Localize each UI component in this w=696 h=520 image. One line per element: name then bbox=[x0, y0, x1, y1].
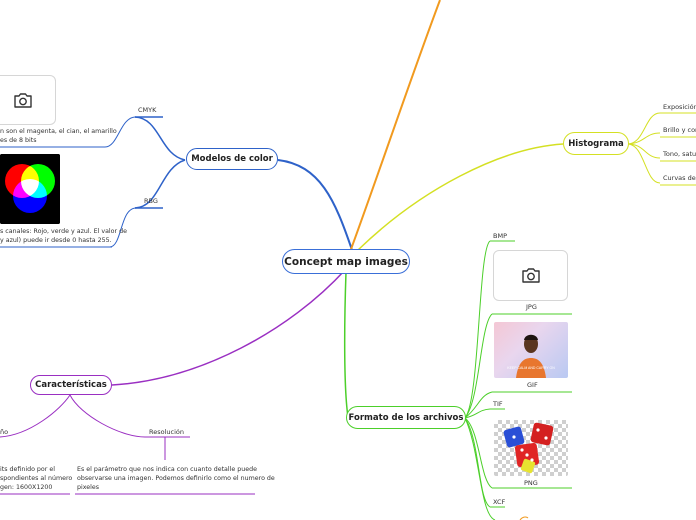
formato-node[interactable]: Formato de los archivos bbox=[346, 406, 466, 429]
connector-fmt-bmp bbox=[464, 240, 491, 419]
histograma-node[interactable]: Histograma bbox=[563, 132, 629, 155]
connector-car-resol bbox=[69, 394, 146, 438]
fmt-xcf-label: XCF bbox=[493, 498, 506, 506]
fmt-jpg-label: JPG bbox=[526, 303, 537, 311]
connector-fmt-gif bbox=[464, 391, 493, 419]
connector-hist-4 bbox=[627, 143, 661, 184]
root-title: Concept map images bbox=[284, 255, 408, 268]
jpg-image-placeholder bbox=[493, 250, 568, 301]
camera-icon bbox=[14, 92, 32, 108]
connector-fmt-png bbox=[464, 417, 493, 489]
connector-fmt-jpg bbox=[464, 313, 493, 419]
fmt-png-label: PNG bbox=[524, 479, 538, 487]
rgb-venn-image bbox=[0, 154, 60, 224]
fmt-bmp-label: BMP bbox=[493, 232, 507, 240]
hist-item-curvas: Curvas de co bbox=[663, 174, 696, 182]
orange-fragment bbox=[519, 516, 529, 520]
connector-root-orange bbox=[349, 0, 441, 253]
gif-photo-image: KEEP CALM AND CARRY ON bbox=[494, 322, 568, 378]
gif-caption: KEEP CALM AND CARRY ON bbox=[507, 366, 555, 370]
hist-item-brillo: Brillo y contr bbox=[663, 126, 696, 134]
modelos-title: Modelos de color bbox=[191, 154, 273, 164]
resolucion-text: Es el parámetro que nos indica con cuant… bbox=[77, 466, 275, 491]
connector-fmt-xcf bbox=[464, 417, 491, 508]
connector-hist-2 bbox=[627, 132, 661, 145]
histograma-title: Histograma bbox=[568, 138, 624, 149]
connector-fmt-tif bbox=[464, 408, 491, 419]
caracteristicas-title: Características bbox=[35, 380, 107, 390]
connector-root-caracteristicas bbox=[111, 269, 346, 386]
fmt-tif-label: TIF bbox=[493, 400, 503, 408]
fmt-gif-label: GIF bbox=[527, 381, 538, 389]
connector-root-histograma bbox=[357, 143, 564, 251]
cmyk-image-placeholder bbox=[0, 75, 56, 125]
connector-modelos-rbg bbox=[134, 159, 186, 209]
dice-graphic bbox=[503, 422, 554, 474]
connector-cmyk-text bbox=[104, 116, 136, 148]
modelos-node[interactable]: Modelos de color bbox=[186, 148, 278, 170]
camera-icon bbox=[521, 268, 540, 283]
car-left-text: its definido por el spondientes al númer… bbox=[0, 466, 73, 491]
png-dice-image bbox=[494, 420, 568, 476]
resolucion-label: Resolución bbox=[149, 428, 184, 436]
connector-fmt-more bbox=[464, 417, 496, 520]
connector-car-left bbox=[0, 394, 71, 438]
rbg-text: s canales: Rojo, verde y azul. El valor … bbox=[0, 228, 127, 244]
connector-root-formato bbox=[343, 271, 349, 418]
formato-title: Formato de los archivos bbox=[348, 412, 464, 423]
cmyk-label: CMYK bbox=[138, 106, 157, 114]
connector-hist-1 bbox=[627, 112, 661, 145]
connector-modelos-cmyk bbox=[134, 116, 186, 161]
rgb-circles-graphic bbox=[0, 154, 60, 224]
hist-item-exposicion: Exposición bbox=[663, 103, 696, 111]
root-node[interactable]: Concept map images bbox=[282, 249, 410, 274]
caracteristicas-node[interactable]: Características bbox=[30, 375, 112, 395]
rbg-label: RBG bbox=[144, 197, 158, 205]
car-left-label: ño bbox=[0, 428, 9, 436]
hist-item-tono: Tono, satura bbox=[663, 150, 696, 158]
gif-person-graphic: KEEP CALM AND CARRY ON bbox=[507, 334, 555, 378]
cmyk-text: n son el magenta, el cian, el amarillo e… bbox=[0, 128, 117, 144]
connector-rbg-text bbox=[109, 207, 136, 248]
connector-hist-3 bbox=[627, 143, 661, 159]
connector-root-modelos bbox=[277, 159, 353, 251]
